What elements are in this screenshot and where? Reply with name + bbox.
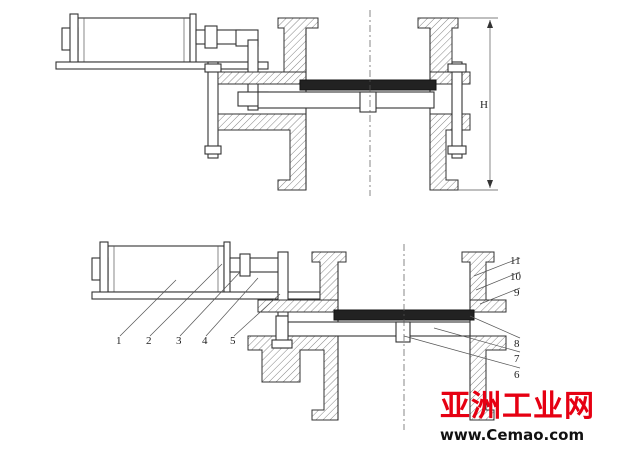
watermark-brand: 亚洲工业网 — [440, 389, 595, 424]
bottom-actuator-cylinder — [91, 241, 321, 317]
part-label-9: 9 — [514, 287, 520, 299]
top-actuator-cylinder — [55, 13, 269, 70]
part-label-5: 5 — [230, 335, 236, 347]
part-label-10: 10 — [510, 271, 522, 283]
part-label-1: 1 — [116, 335, 122, 347]
part-label-8: 8 — [514, 338, 520, 350]
part-label-4: 4 — [202, 335, 208, 347]
top-right-bolt-assembly — [447, 61, 467, 159]
part-label-2: 2 — [146, 335, 152, 347]
part-leader-lines — [119, 257, 521, 369]
top-valve-body — [217, 10, 471, 196]
bottom-view-drawing: 1 2 3 4 5 6 7 8 9 10 11 — [91, 241, 522, 430]
part-label-7: 7 — [514, 353, 520, 365]
part-label-6: 6 — [514, 369, 520, 381]
bottom-left-bolt-assembly — [271, 315, 293, 349]
part-label-3: 3 — [176, 335, 182, 347]
part-label-11: 11 — [510, 255, 521, 267]
watermark-url: www.Cemao.com — [440, 426, 584, 444]
dimension-h-label: H — [480, 99, 488, 111]
watermark: 亚洲工业网 www.Cemao.com — [440, 389, 595, 444]
height-dimension: H — [458, 17, 498, 191]
top-view-drawing: H — [55, 10, 498, 196]
